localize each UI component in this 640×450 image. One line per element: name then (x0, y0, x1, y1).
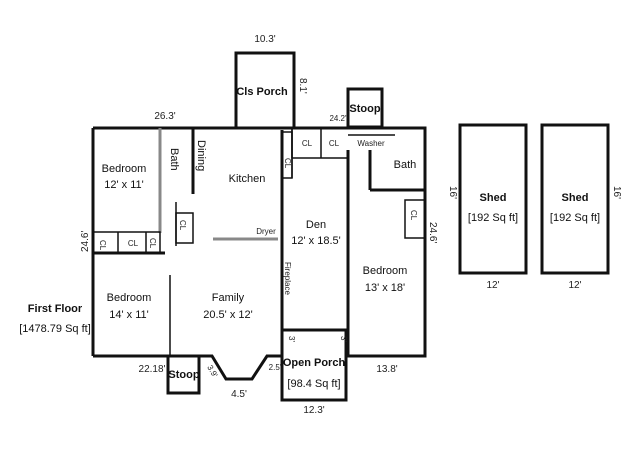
shed-2-side: 16' (611, 186, 622, 199)
open-porch-depth-right: 3' (339, 336, 348, 342)
open-porch-outline (280, 328, 348, 402)
family-name: Family (212, 292, 245, 304)
closet-label-3: CL (148, 238, 157, 249)
closet-row-west (92, 231, 161, 254)
cls-porch-depth-label: 8.1' (297, 78, 308, 94)
closet-kitchen-box (281, 131, 293, 179)
closet-label-5: CL (283, 158, 292, 169)
den-size: 12' x 18.5' (291, 235, 340, 247)
closet-label-2: CL (128, 239, 139, 248)
shed-1-name: Shed (480, 192, 507, 204)
floor-area: [1478.79 Sq ft] (19, 323, 91, 335)
closet-label-4: CL (178, 220, 187, 231)
washer-label: Washer (357, 139, 385, 148)
stoop-south-label: Stoop (168, 369, 199, 381)
bath-east-label: Bath (394, 159, 417, 171)
bedroom-east-name: Bedroom (363, 265, 408, 277)
right-side-dimension: 24.6' (427, 222, 438, 243)
stoop-north-label: Stoop (349, 103, 380, 115)
closet-east-box (404, 199, 426, 239)
angled-dimension-b: 2.5' (269, 363, 282, 372)
bedroom-nw-name: Bedroom (102, 163, 147, 175)
shed-2-bottom: 12' (568, 280, 581, 291)
bedroom-east-size: 13' x 18' (365, 282, 405, 294)
open-porch-area: [98.4 Sq ft] (287, 378, 340, 390)
floor-label: First Floor (28, 303, 83, 315)
closet-label-8: CL (409, 210, 418, 221)
closet-bath-box (175, 212, 194, 244)
bedroom-nw-size: 12' x 11' (104, 179, 143, 191)
closet-label-6: CL (302, 139, 313, 148)
open-porch-depth-left: 3' (287, 336, 296, 342)
dryer-label: Dryer (256, 227, 276, 236)
top-right-dimension: 24.2' (329, 114, 347, 123)
shed-2-name: Shed (562, 192, 589, 204)
bottom-right-dimension: 13.8' (376, 364, 397, 375)
den-name: Den (306, 219, 326, 231)
cls-porch-label: Cls Porch (236, 86, 288, 98)
cls-porch-width-label: 10.3' (254, 34, 275, 45)
closet-label-7: CL (329, 139, 340, 148)
fireplace-label: Fireplace (283, 262, 292, 295)
open-porch-label: Open Porch (283, 357, 346, 369)
kitchen-label: Kitchen (229, 173, 266, 185)
stoop-south-outline (166, 354, 201, 395)
shed-2-outline (540, 123, 610, 275)
shed-1-bottom: 12' (486, 280, 499, 291)
dining-label: Dining (195, 140, 207, 171)
open-porch-width-label: 12.3' (303, 405, 324, 416)
shed-1-side: 16' (447, 186, 458, 199)
shed-2-area: [192 Sq ft] (550, 212, 600, 224)
bedroom-sw-size: 14' x 11' (109, 309, 148, 321)
top-left-dimension: 26.3' (154, 111, 175, 122)
closet-label-1: CL (98, 240, 107, 251)
house-outline (93, 126, 427, 381)
left-side-dimension: 24.6' (80, 231, 91, 252)
bedroom-sw-name: Bedroom (107, 292, 152, 304)
bottom-left-dimension: 22.18' (139, 364, 166, 375)
family-size: 20.5' x 12' (203, 309, 252, 321)
shed-1-outline (458, 123, 528, 275)
bath-west-label: Bath (168, 148, 180, 171)
angled-mid-dimension: 4.5' (231, 389, 247, 400)
shed-1-area: [192 Sq ft] (468, 212, 518, 224)
